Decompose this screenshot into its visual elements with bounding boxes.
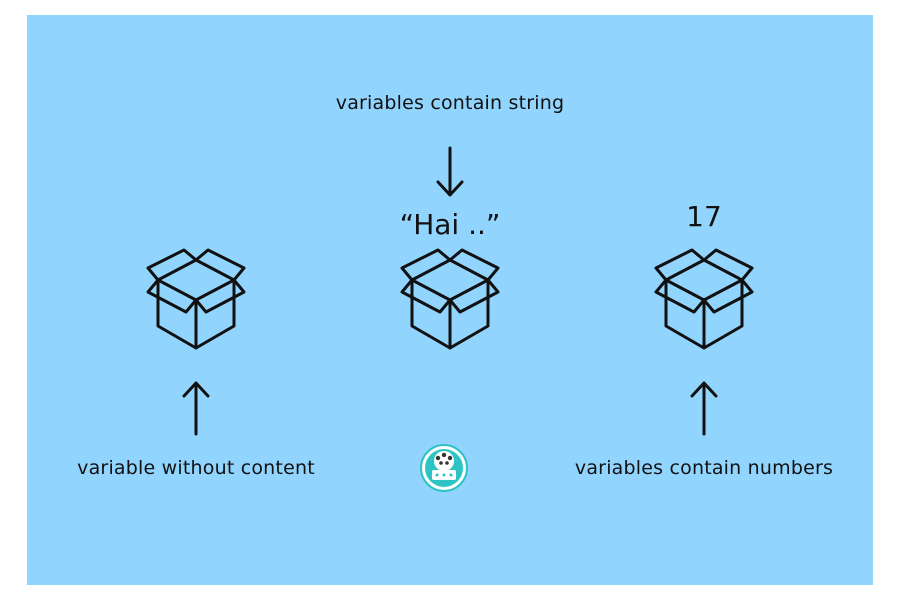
box-icon [400, 248, 500, 350]
arrow-down-icon [436, 146, 464, 197]
box-icon [146, 248, 246, 350]
box-icon [654, 248, 754, 350]
label-string: variables contain string [335, 92, 565, 114]
label-empty: variable without content [77, 457, 315, 479]
content-string: “Hai ..” [399, 208, 501, 241]
label-numbers: variables contain numbers [574, 457, 834, 479]
arrow-up-icon [182, 381, 210, 436]
content-number: 17 [686, 200, 722, 233]
arrow-up-icon [690, 381, 718, 436]
logo-icon [420, 444, 468, 492]
